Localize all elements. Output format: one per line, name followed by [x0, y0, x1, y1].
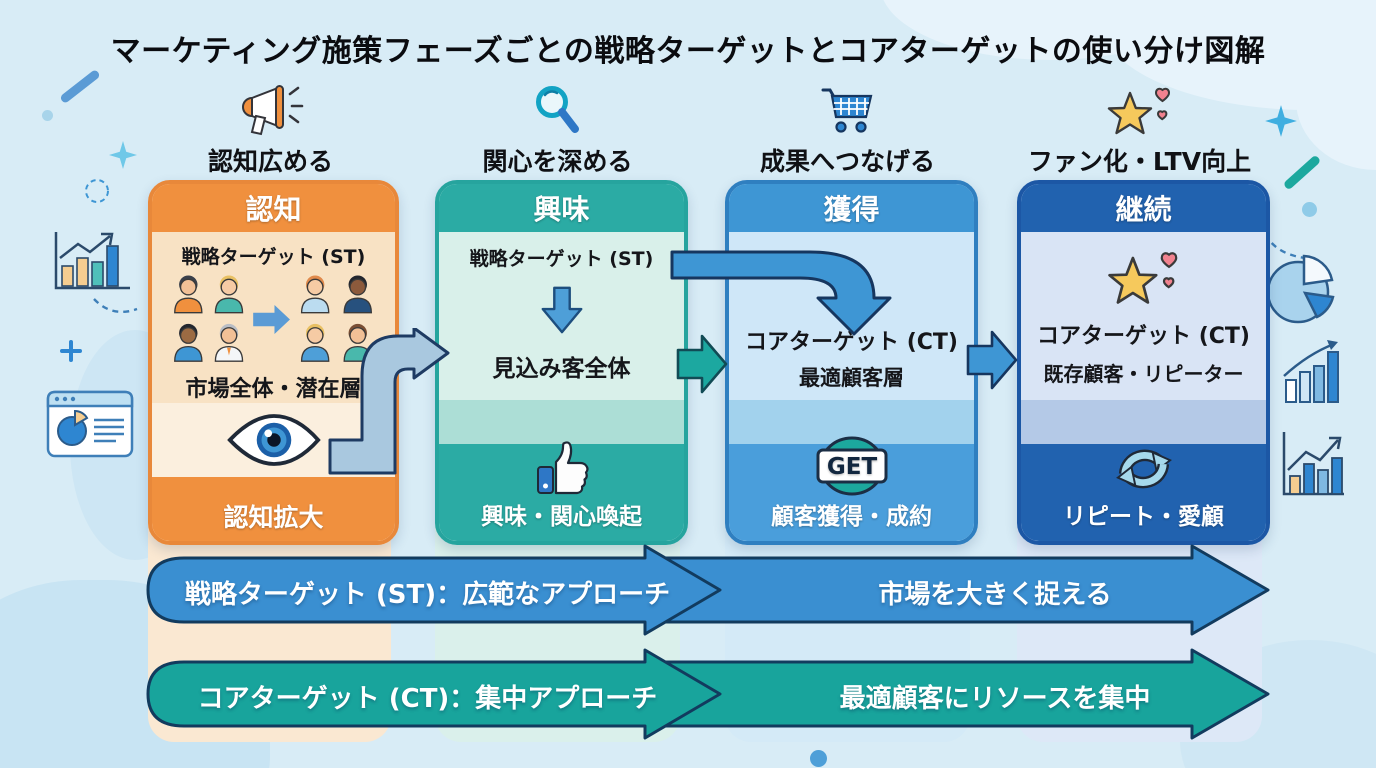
phase-card-header: 認知: [152, 184, 395, 232]
interest-band: [439, 400, 684, 444]
block-arrow-interest-to-acquisition: [676, 334, 728, 394]
bar-chart-growth-icon: [54, 232, 130, 290]
block-arrow-acquisition-to-retention: [966, 330, 1018, 390]
bar-chart-zigzag-icon: [1282, 432, 1344, 496]
thumbs-up-icon: [536, 441, 589, 495]
interest-footer: 興味・関心喚起: [439, 441, 684, 541]
result-label: 顧客獲得・成約: [771, 504, 932, 530]
audience-label: 市場全体・潜在層: [185, 377, 362, 402]
phase-card-awareness: 認知 戦略ターゲット (ST) 市場全体・潜在層: [148, 180, 399, 545]
phase-card-retention: 継続 コアターゲット (CT) 既存顧客・リピーター リピート・愛顧: [1017, 180, 1270, 545]
sparkle-icon: [109, 141, 137, 169]
audience-label: 既存顧客・リピーター: [1043, 362, 1244, 386]
target-label: コアターゲット (CT): [745, 330, 958, 355]
dot-decoration: [1302, 202, 1317, 217]
repeat-arrows-icon: [1115, 449, 1172, 489]
result-label: リピート・愛顧: [1063, 504, 1224, 530]
page-title: マーケティング施策フェーズごとの戦略ターゲットとコアターゲットの使い分け図解: [110, 34, 1266, 69]
phase-card-interest: 興味 戦略ターゲット (ST) 見込み客全体 興味・関心喚起: [435, 180, 688, 545]
pie-chart-icon: [1266, 254, 1335, 324]
get-badge-text: GET: [826, 454, 877, 480]
get-badge: GET: [816, 436, 887, 496]
magnifier-icon: [435, 84, 680, 138]
target-label: コアターゲット (CT): [1037, 324, 1250, 349]
phase-card-header: 継続: [1021, 184, 1266, 232]
awareness-content: 戦略ターゲット (ST) 市場全体・潜在層: [152, 232, 395, 403]
phase-top-interest: 関心を深める: [435, 84, 680, 178]
curved-arrow-interest-to-acquisition: [670, 250, 892, 336]
megaphone-icon: [148, 84, 393, 138]
down-arrow-icon: [541, 286, 582, 334]
cart-icon: [725, 84, 970, 138]
phase-goal-label: 認知広める: [207, 147, 333, 176]
sparkle-icon: [1265, 105, 1297, 137]
phase-top-retention: ファン化・LTV向上: [1017, 84, 1262, 178]
dashed-circle-decoration: [85, 179, 109, 203]
s-curve-connector-awareness-to-interest: [328, 328, 450, 475]
dot-decoration: [42, 110, 53, 121]
dashboard-window-icon: [46, 390, 134, 458]
banner-st-definition: 戦略ターゲット (ST)：広範なアプローチ: [184, 579, 671, 610]
interest-content: 戦略ターゲット (ST) 見込み客全体: [439, 232, 684, 400]
pencil-line-decoration: [59, 68, 101, 105]
target-label: 戦略ターゲット (ST): [469, 248, 654, 270]
eye-icon: [226, 414, 321, 466]
dot-decoration: [810, 750, 827, 767]
plus-decoration: [60, 340, 82, 362]
phase-goal-label: 成果へつなげる: [759, 147, 935, 176]
awareness-footer: 認知拡大: [152, 477, 395, 541]
phase-card-header: 興味: [439, 184, 684, 232]
retention-band: [1021, 400, 1266, 444]
banner-st-benefit: 市場を大きく捉える: [878, 579, 1112, 610]
audience-label: 最適顧客層: [799, 366, 904, 390]
target-label: 戦略ターゲット (ST): [181, 246, 366, 268]
phase-goal-label: 関心を深める: [482, 147, 633, 176]
phase-top-awareness: 認知広める: [148, 84, 393, 178]
phase-goal-label: ファン化・LTV向上: [1027, 147, 1252, 176]
star-hearts-icon: [1107, 252, 1177, 304]
banner-ct-benefit: 最適顧客にリソースを集中: [839, 683, 1151, 714]
dashed-arc-decoration: [93, 298, 138, 314]
star-hearts-icon: [1017, 84, 1262, 138]
phase-card-acquisition: 獲得 コアターゲット (CT) 最適顧客層 GET 顧客獲得・成約: [725, 180, 978, 545]
banner-arrow-strategic-target: [146, 544, 1270, 636]
audience-label: 見込み客全体: [492, 356, 631, 382]
phase-top-acquisition: 成果へつなげる: [725, 84, 970, 178]
audience-group-icon: [173, 275, 372, 362]
teal-line-decoration: [1282, 154, 1322, 191]
result-label: 興味・関心喚起: [481, 504, 642, 530]
banner-arrow-core-target: [146, 648, 1270, 740]
result-label: 認知拡大: [223, 503, 324, 532]
phase-card-header: 獲得: [729, 184, 974, 232]
acquisition-footer: GET 顧客獲得・成約: [729, 436, 974, 541]
retention-footer: リピート・愛顧: [1021, 444, 1266, 541]
bar-chart-rising-icon: [1283, 340, 1339, 403]
banner-ct-definition: コアターゲット (CT)：集中アプローチ: [197, 683, 658, 714]
retention-content: コアターゲット (CT) 既存顧客・リピーター: [1021, 232, 1266, 400]
